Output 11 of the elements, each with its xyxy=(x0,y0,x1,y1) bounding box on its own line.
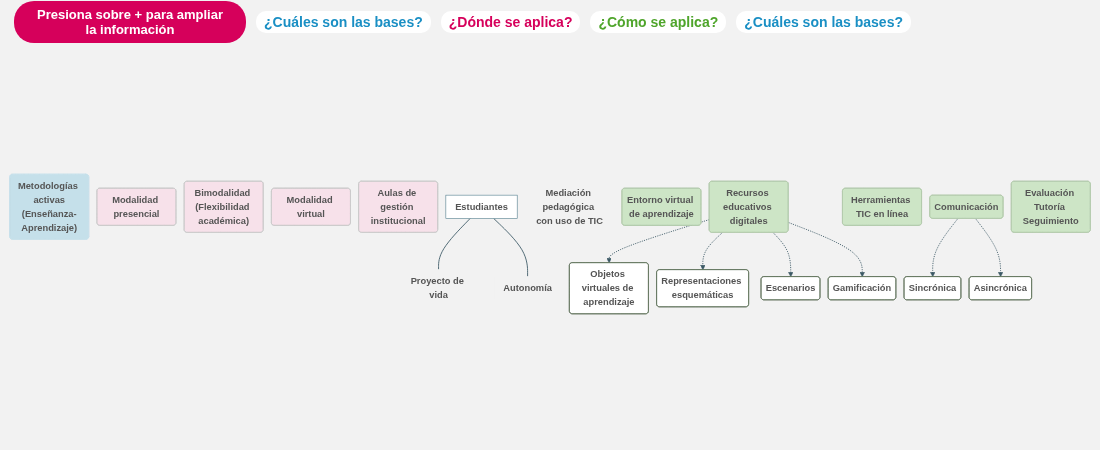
instruction-banner: Presiona sobre + para ampliar la información xyxy=(14,1,246,43)
node-text: Mediación pedagógica con uso de TIC xyxy=(536,187,603,226)
ring-label: ¿Cómo se aplica? xyxy=(590,11,727,33)
ring-label: ¿Cuáles son las bases? xyxy=(736,11,911,33)
connector xyxy=(493,217,529,277)
node-box: Estudiantes xyxy=(445,194,518,219)
node-text: Autonomía xyxy=(503,282,552,293)
connector xyxy=(438,217,471,271)
node-text: Proyecto de vida xyxy=(410,275,464,300)
ring-label: ¿Dónde se aplica? xyxy=(440,11,581,33)
ring-label: ¿Cuáles son las bases? xyxy=(256,11,431,33)
